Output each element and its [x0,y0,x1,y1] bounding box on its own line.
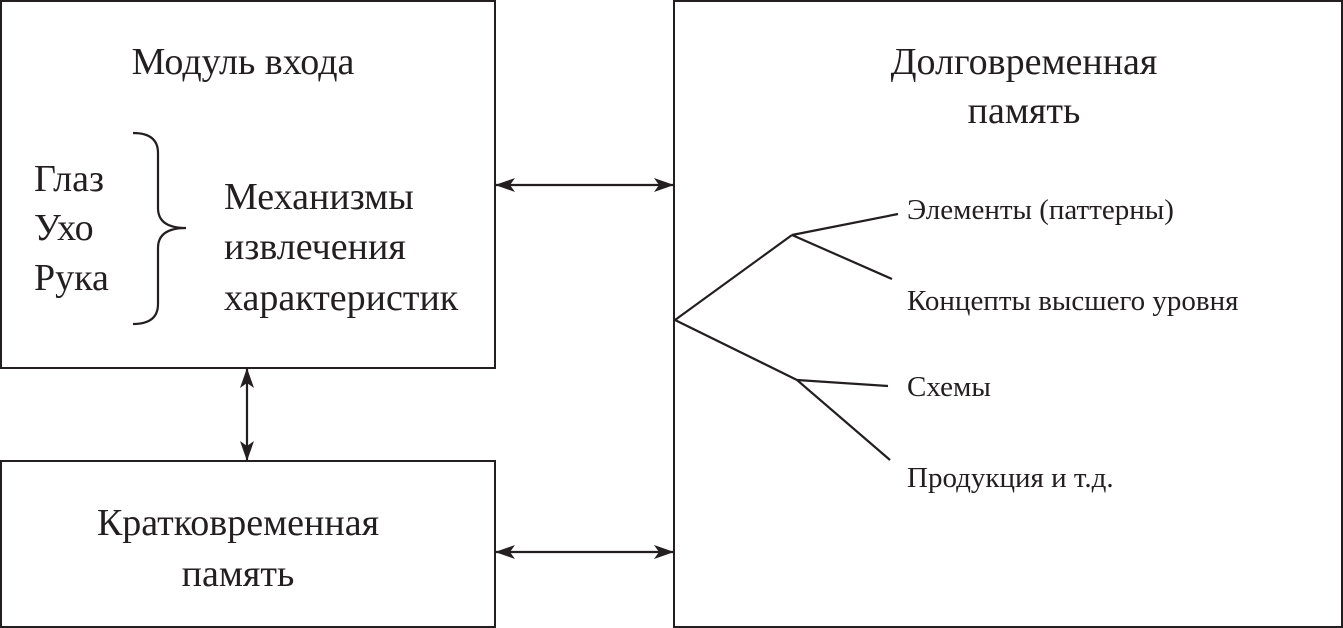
sense-ear: Ухо [34,207,94,249]
content-schemas: Схемы [907,371,991,403]
curly-brace [132,131,187,326]
tree-leaf-elements [791,212,899,237]
sense-eye: Глаз [34,158,104,200]
input-module-title: Модуль входа [132,41,355,83]
short-term-memory-title-line-2: память [182,553,295,595]
short-term-memory-title-line-1: Кратковременная [97,502,379,544]
long-term-memory-box: Долговременная память Элементы (паттерны… [673,0,1343,628]
mechanism-line-3: характеристик [224,277,459,319]
input-module-box: Модуль входа Глаз Ухо Рука Механизмы изв… [0,0,496,369]
content-tree [674,212,899,461]
sense-hand: Рука [34,257,109,299]
tree-leaf-concepts [791,233,893,281]
tree-branch-lower [674,319,798,381]
content-productions: Продукция и т.д. [907,462,1114,494]
content-concepts: Концепты высшего уровня [907,285,1238,317]
tree-leaf-productions [796,379,891,461]
long-term-memory-title-line-1: Долговременная [891,41,1158,83]
tree-branch-upper [674,234,793,321]
tree-leaf-schemas [796,378,889,388]
content-elements: Элементы (паттерны) [907,194,1174,226]
mechanism-line-2: извлечения [224,226,406,268]
long-term-memory-border [673,0,1343,628]
long-term-memory-title-line-2: память [968,90,1081,132]
mechanism-line-1: Механизмы [224,176,414,218]
short-term-memory-box: Кратковременная память [0,460,496,628]
short-term-memory-border [0,460,496,628]
